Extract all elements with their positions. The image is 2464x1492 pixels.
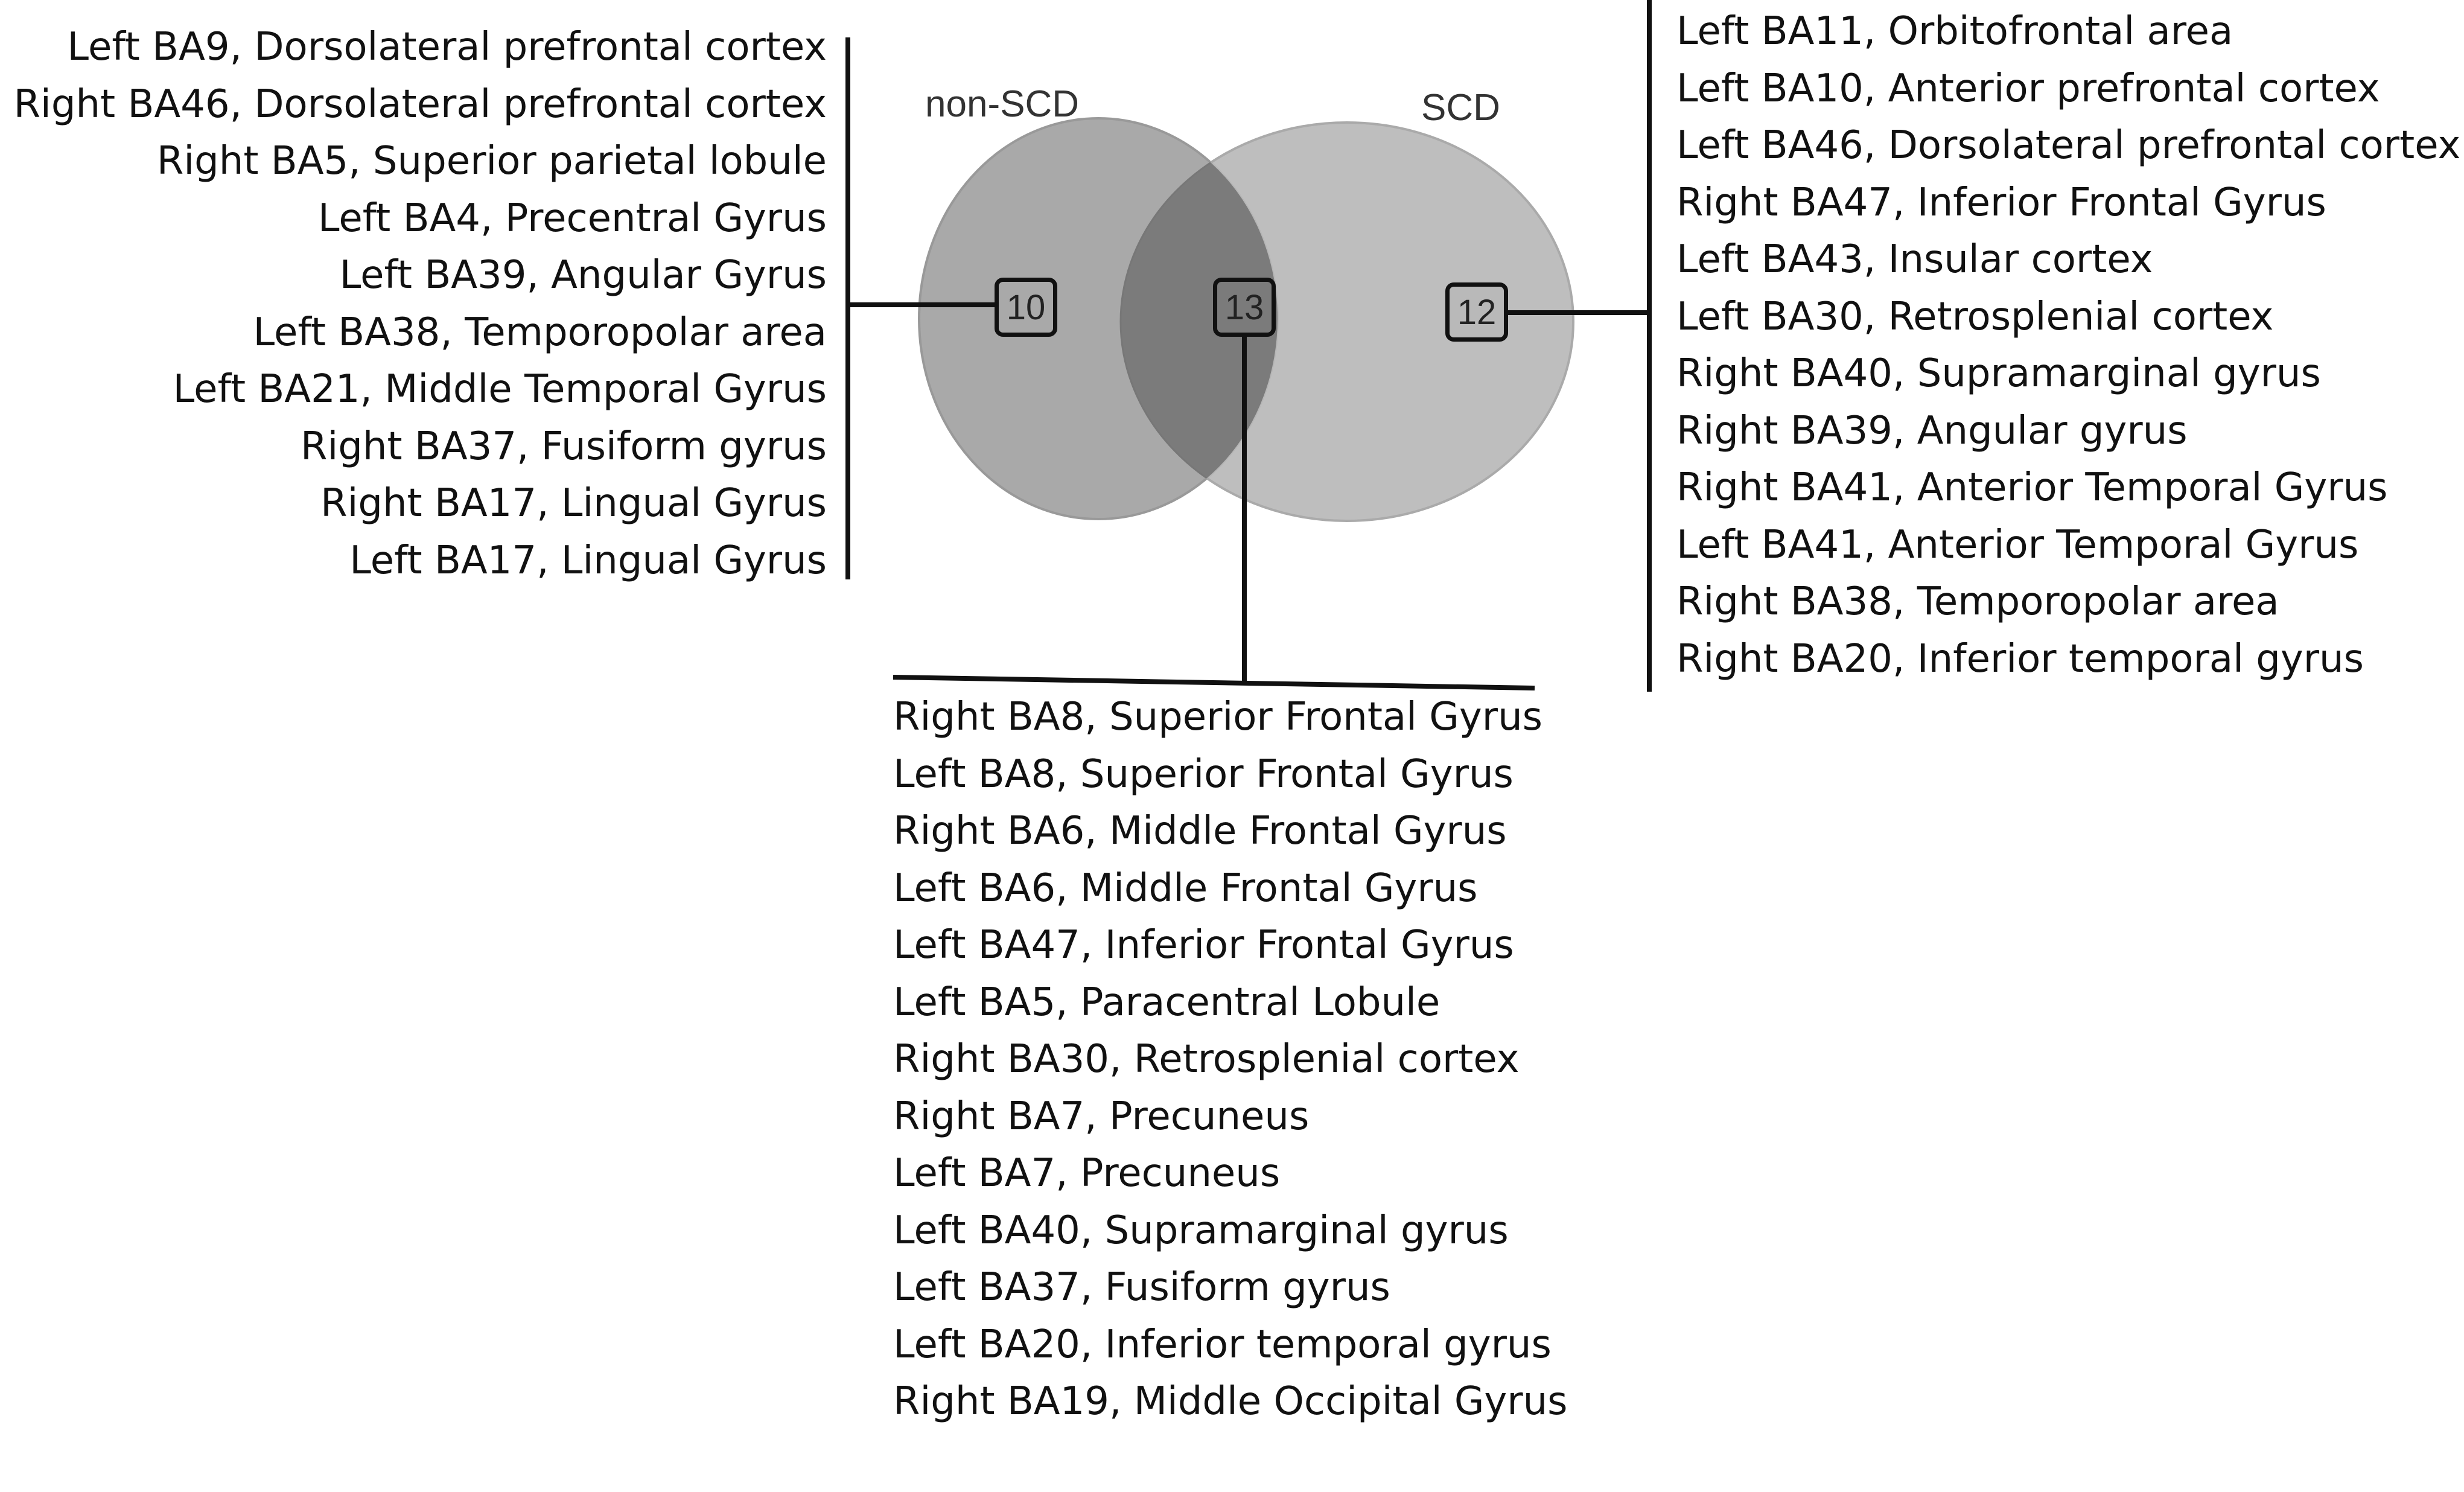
region-list-item: Right BA20, Inferior temporal gyrus xyxy=(1676,636,2364,681)
region-list-item: Left BA30, Retrosplenial cortex xyxy=(1676,294,2274,339)
non-scd-count-box: 10 xyxy=(995,278,1057,337)
region-list-item: Right BA17, Lingual Gyrus xyxy=(320,481,827,526)
region-list-item: Left BA37, Fusiform gyrus xyxy=(893,1265,1390,1310)
intersection-count-box: 13 xyxy=(1213,278,1276,337)
region-list-item: Left BA41, Anterior Temporal Gyrus xyxy=(1676,522,2359,567)
region-list-item: Left BA39, Angular Gyrus xyxy=(339,253,827,298)
region-list-item: Right BA47, Inferior Frontal Gyrus xyxy=(1676,180,2326,225)
region-list-item: Right BA40, Supramarginal gyrus xyxy=(1676,351,2321,396)
region-list-item: Right BA7, Precuneus xyxy=(893,1094,1310,1139)
non-scd-region-list: Left BA9, Dorsolateral prefrontal cortex… xyxy=(14,19,827,589)
region-list-item: Left BA38, Temporopolar area xyxy=(253,310,827,355)
connector-lines xyxy=(845,0,1652,692)
region-list-item: Left BA40, Supramarginal gyrus xyxy=(893,1208,1509,1253)
region-list-item: Left BA17, Lingual Gyrus xyxy=(349,538,827,583)
region-list-item: Left BA7, Precuneus xyxy=(893,1151,1281,1196)
region-list-item: Right BA37, Fusiform gyrus xyxy=(301,424,827,469)
intersection-region xyxy=(1119,121,1278,519)
region-list-item: Left BA9, Dorsolateral prefrontal cortex xyxy=(67,25,827,69)
region-list-item: Left BA11, Orbitofrontal area xyxy=(1676,9,2233,54)
scd-label: SCD xyxy=(1421,87,1500,129)
region-list-item: Left BA8, Superior Frontal Gyrus xyxy=(893,751,1514,797)
region-list-item: Left BA10, Anterior prefrontal cortex xyxy=(1676,66,2380,111)
region-list-item: Left BA46, Dorsolateral prefrontal corte… xyxy=(1676,123,2461,168)
region-list-item: Left BA6, Middle Frontal Gyrus xyxy=(893,866,1478,911)
region-list-item: Left BA5, Paracentral Lobule xyxy=(893,980,1441,1025)
region-list-item: Right BA41, Anterior Temporal Gyrus xyxy=(1676,465,2388,510)
region-list-item: Right BA5, Superior parietal lobule xyxy=(156,139,827,183)
region-list-item: Left BA43, Insular cortex xyxy=(1676,237,2153,282)
region-list-item: Right BA38, Temporopolar area xyxy=(1676,579,2279,624)
region-list-item: Right BA46, Dorsolateral prefrontal cort… xyxy=(13,81,827,127)
region-list-item: Left BA4, Precentral Gyrus xyxy=(317,196,827,241)
non-scd-label: non-SCD xyxy=(925,83,1079,125)
region-list-item: Left BA20, Inferior temporal gyrus xyxy=(893,1322,1552,1367)
region-list-item: Right BA30, Retrosplenial cortex xyxy=(893,1037,1520,1082)
region-list-item: Left BA21, Middle Temporal Gyrus xyxy=(173,367,827,412)
region-list-item: Right BA6, Middle Frontal Gyrus xyxy=(893,809,1507,853)
region-list-item: Right BA19, Middle Occipital Gyrus xyxy=(893,1379,1568,1424)
bottom-bracket-line xyxy=(893,675,1535,690)
region-list-item: Left BA47, Inferior Frontal Gyrus xyxy=(893,923,1514,968)
scd-count-box: 12 xyxy=(1445,282,1508,342)
region-list-item: Right BA39, Angular gyrus xyxy=(1676,408,2188,453)
region-list-item: Right BA8, Superior Frontal Gyrus xyxy=(893,695,1542,739)
